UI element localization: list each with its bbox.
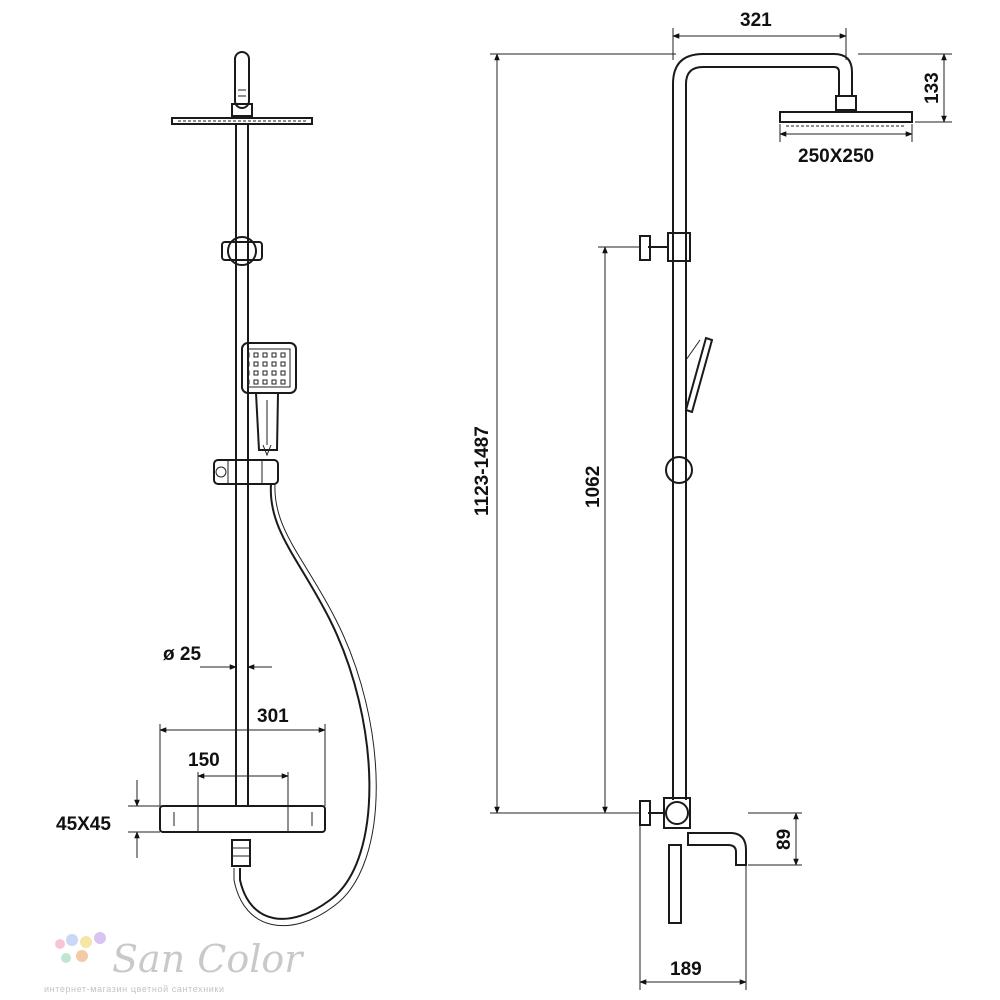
dim-150: 150	[188, 750, 220, 771]
front-knob	[227, 236, 257, 266]
logo-dot	[80, 936, 92, 948]
logo-dot	[61, 953, 71, 963]
logo-dot	[55, 939, 65, 949]
dim-45x45: 45X45	[56, 814, 111, 835]
bath-spout	[687, 832, 747, 866]
dim-189: 189	[670, 959, 702, 980]
dim-diameter: ø 25	[163, 644, 201, 665]
front-view: ø 25 301 150 45X45	[56, 51, 377, 927]
mixer-outlet	[231, 839, 251, 867]
front-top-stub	[234, 51, 250, 109]
overhead-arm	[672, 53, 853, 96]
dim-89: 89	[774, 829, 795, 850]
rain-head-front	[171, 117, 313, 125]
dim-250x250: 250X250	[798, 146, 874, 167]
side-slide-knob	[665, 456, 693, 484]
dim-301: 301	[257, 706, 289, 727]
logo-tagline: интернет-магазин цветной сантехники	[44, 984, 225, 994]
dim-321: 321	[740, 10, 772, 31]
logo-dot	[66, 934, 78, 946]
hand-shower-side	[684, 336, 714, 414]
logo-dots	[55, 932, 106, 963]
dim-1062: 1062	[583, 466, 604, 508]
dim-total-height: 1123-1487	[472, 426, 493, 516]
logo-dot	[94, 932, 106, 944]
dim-133: 133	[922, 72, 943, 104]
hand-shower-handle	[254, 392, 280, 451]
slide-holder	[213, 459, 279, 485]
brand-logo: San Color интернет-магазин цветной санте…	[44, 932, 305, 994]
lower-inlet	[668, 844, 682, 924]
thermostat-mixer	[159, 805, 326, 833]
side-view: 321 133 250X250 1123-1487 1062 89 189	[472, 10, 952, 990]
rain-head-side	[779, 111, 913, 123]
logo-dot	[76, 950, 88, 962]
shower-hose	[239, 483, 371, 920]
logo-name: San Color	[112, 937, 305, 981]
